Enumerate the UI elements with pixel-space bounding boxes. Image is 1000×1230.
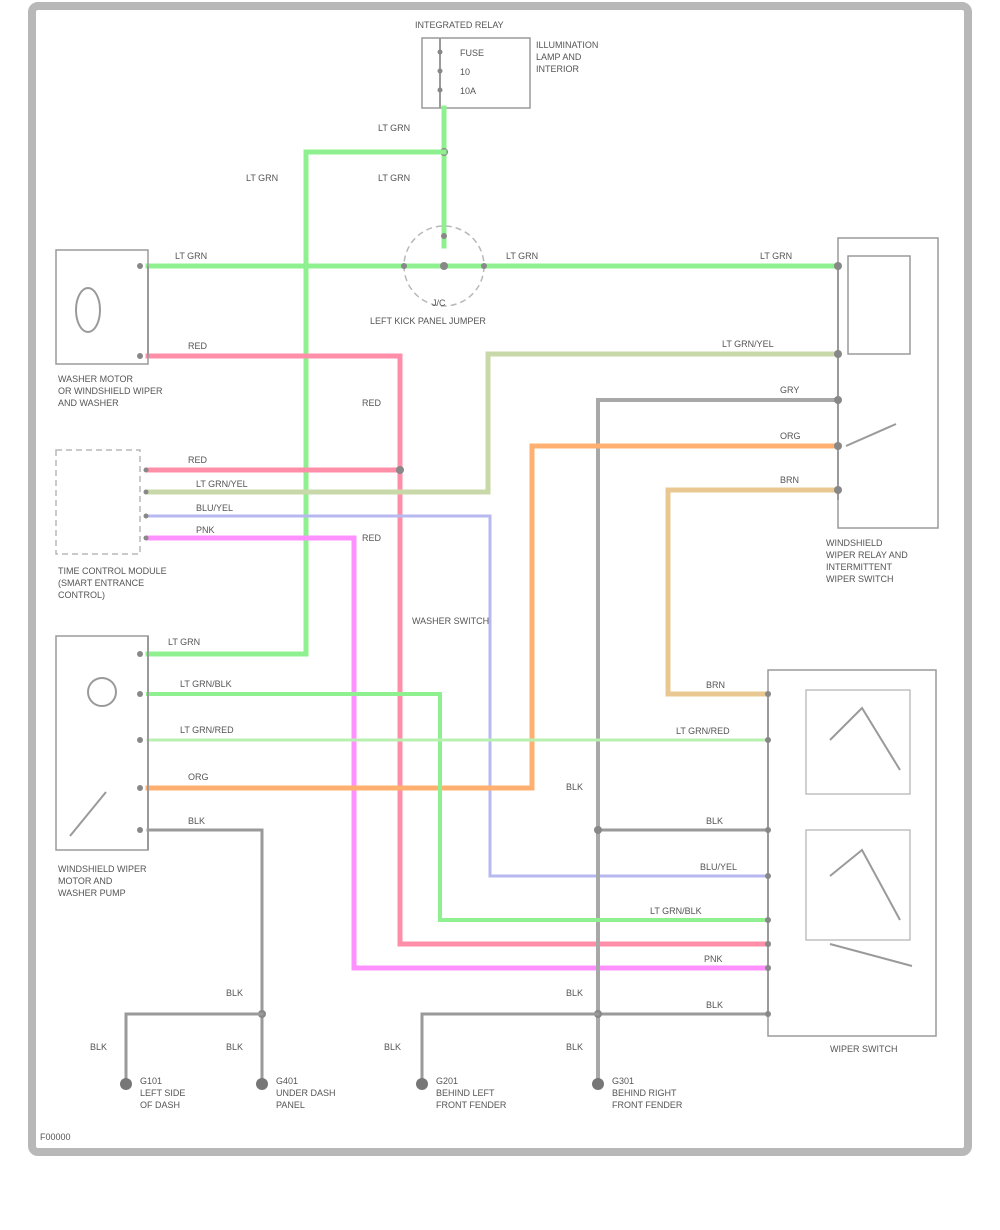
fuse-block-title: INTEGRATED RELAY (415, 20, 504, 30)
fuse-rating: 10A (460, 86, 476, 96)
wiper-motor: WINDSHIELD WIPER MOTOR AND WASHER PUMP (55, 635, 149, 898)
ground-g201: G201 BEHIND LEFT FRONT FENDER (416, 1076, 507, 1110)
wire-label-org-2: ORG (188, 772, 209, 782)
wire-label-gry-1: GRY (780, 385, 799, 395)
washer-motor: WASHER MOTOR OR WINDSHIELD WIPER AND WAS… (55, 249, 163, 408)
wire-label-lt-grn-6: LT GRN (506, 251, 538, 261)
wire-gry (596, 398, 840, 1082)
wire-label-org-1: ORG (780, 431, 801, 441)
wiper-relay: WINDSHIELD WIPER RELAY AND INTERMITTENT … (826, 237, 939, 584)
ground-id-3: G201 (436, 1076, 458, 1086)
joint-connector: J/C LEFT KICK PANEL JUMPER (370, 225, 487, 326)
wire-label-lt-grn-red-2: LT GRN/RED (676, 726, 730, 736)
ground-desc-3a: BEHIND LEFT (436, 1088, 495, 1098)
wire-label-blk-6: BLK (706, 1000, 723, 1010)
wire-lt-grn-blk (146, 692, 770, 922)
wire-label-blk-3: BLK (90, 1042, 107, 1052)
wire-label-lt-grn-2: LT GRN (378, 173, 410, 183)
wiper-switch: WIPER SWITCH (765, 669, 937, 1054)
fuse-block: INTEGRATED RELAY FUSE 10 10A ILLUMINATIO… (415, 20, 598, 109)
wire-label-red-4: RED (362, 533, 382, 543)
ground-desc-3b: FRONT FENDER (436, 1100, 507, 1110)
ground-id-4: G301 (612, 1076, 634, 1086)
wire-label-blk-1: BLK (188, 816, 205, 826)
wire-label-blk-10: BLK (566, 1042, 583, 1052)
footer-code: F00000 (40, 1132, 71, 1142)
wiper-relay-label-3: INTERMITTENT (826, 562, 892, 572)
wire-label-lt-grn-5: LT GRN (175, 251, 207, 261)
wire-label-brn-1: BRN (780, 475, 799, 485)
ground-g401: G401 UNDER DASH PANEL (256, 1076, 336, 1110)
ground-id-1: G101 (140, 1076, 162, 1086)
fuse-desc-1: ILLUMINATION (536, 40, 598, 50)
wire-label-blk-7: BLK (566, 782, 583, 792)
wire-label-lt-grn-3: LT GRN (246, 173, 278, 183)
wire-label-pnk-2: PNK (704, 954, 723, 964)
wire-label-blk-2: BLK (226, 988, 243, 998)
wire-red-main (145, 353, 771, 947)
ground-desc-4a: BEHIND RIGHT (612, 1088, 677, 1098)
wire-label-pnk-1: PNK (196, 525, 215, 535)
time-control-module: TIME CONTROL MODULE (SMART ENTRANCE CONT… (55, 449, 167, 600)
wire-label-blk-4: BLK (226, 1042, 243, 1052)
wire-brn (665, 487, 841, 697)
wire-label-red-3: RED (188, 455, 208, 465)
wire-blu-yel (146, 514, 770, 878)
tcm-label-1: TIME CONTROL MODULE (58, 566, 167, 576)
wire-label-lt-grn-blk-1: LT GRN/BLK (180, 679, 232, 689)
wire-label-red-1: RED (188, 341, 208, 351)
fuse-number: 10 (460, 67, 470, 77)
wire-lt-grn-motor (145, 149, 447, 657)
ground-g301: G301 BEHIND RIGHT FRONT FENDER (592, 1076, 683, 1110)
washer-motor-label-1: WASHER MOTOR (58, 374, 134, 384)
wire-label-blu-yel-1: BLU/YEL (196, 503, 233, 513)
ground-desc-2a: UNDER DASH (276, 1088, 336, 1098)
fuse-desc-3: INTERIOR (536, 64, 580, 74)
wire-label-lt-grn-4: LT GRN (168, 637, 200, 647)
wiper-relay-label-4: WIPER SWITCH (826, 574, 894, 584)
joint-label: LEFT KICK PANEL JUMPER (370, 316, 486, 326)
ground-g101: G101 LEFT SIDE OF DASH (120, 1076, 185, 1110)
wire-label-lt-grn-7: LT GRN (760, 251, 792, 261)
fuse-desc-2: LAMP AND (536, 52, 582, 62)
washer-motor-label-3: AND WASHER (58, 398, 119, 408)
ground-id-2: G401 (276, 1076, 298, 1086)
wire-label-blk-8: BLK (566, 988, 583, 998)
washer-motor-label-2: OR WINDSHIELD WIPER (58, 386, 163, 396)
wiper-motor-label-1: WINDSHIELD WIPER (58, 864, 147, 874)
wire-label-blk-9: BLK (384, 1042, 401, 1052)
wire-pnk (145, 535, 771, 971)
wiper-switch-label: WIPER SWITCH (830, 1044, 898, 1054)
wire-label-blu-yel-2: BLU/YEL (700, 862, 737, 872)
wire-label-brn-2: BRN (706, 680, 725, 690)
wire-label-lt-grn-blk-2: LT GRN/BLK (650, 906, 702, 916)
wire-org (145, 443, 841, 791)
wire-label-lt-grn-yel-2: LT GRN/YEL (722, 339, 774, 349)
wire-label-lt-grn-yel-1: LT GRN/YEL (196, 479, 248, 489)
wiper-motor-label-3: WASHER PUMP (58, 888, 126, 898)
wire-lt-grn-yel (145, 351, 841, 495)
ground-desc-4b: FRONT FENDER (612, 1100, 683, 1110)
washer-switch-label: WASHER SWITCH (412, 616, 489, 626)
wire-label-blk-5: BLK (706, 816, 723, 826)
tcm-label-2: (SMART ENTRANCE (58, 578, 144, 588)
wiper-relay-label-1: WINDSHIELD (826, 538, 883, 548)
wire-blk-motor (146, 828, 264, 1082)
wiper-motor-label-2: MOTOR AND (58, 876, 113, 886)
wire-label-lt-grn-red-1: LT GRN/RED (180, 725, 234, 735)
fuse-item-label: FUSE (460, 48, 484, 58)
wire-label-red-2: RED (362, 398, 382, 408)
joint-id: J/C (432, 298, 446, 308)
outer-frame (28, 2, 972, 1156)
ground-desc-1b: OF DASH (140, 1100, 180, 1110)
wiper-relay-label-2: WIPER RELAY AND (826, 550, 908, 560)
ground-desc-2b: PANEL (276, 1100, 305, 1110)
tcm-label-3: CONTROL) (58, 590, 105, 600)
ground-desc-1a: LEFT SIDE (140, 1088, 185, 1098)
wire-label-lt-grn-1: LT GRN (378, 123, 410, 133)
